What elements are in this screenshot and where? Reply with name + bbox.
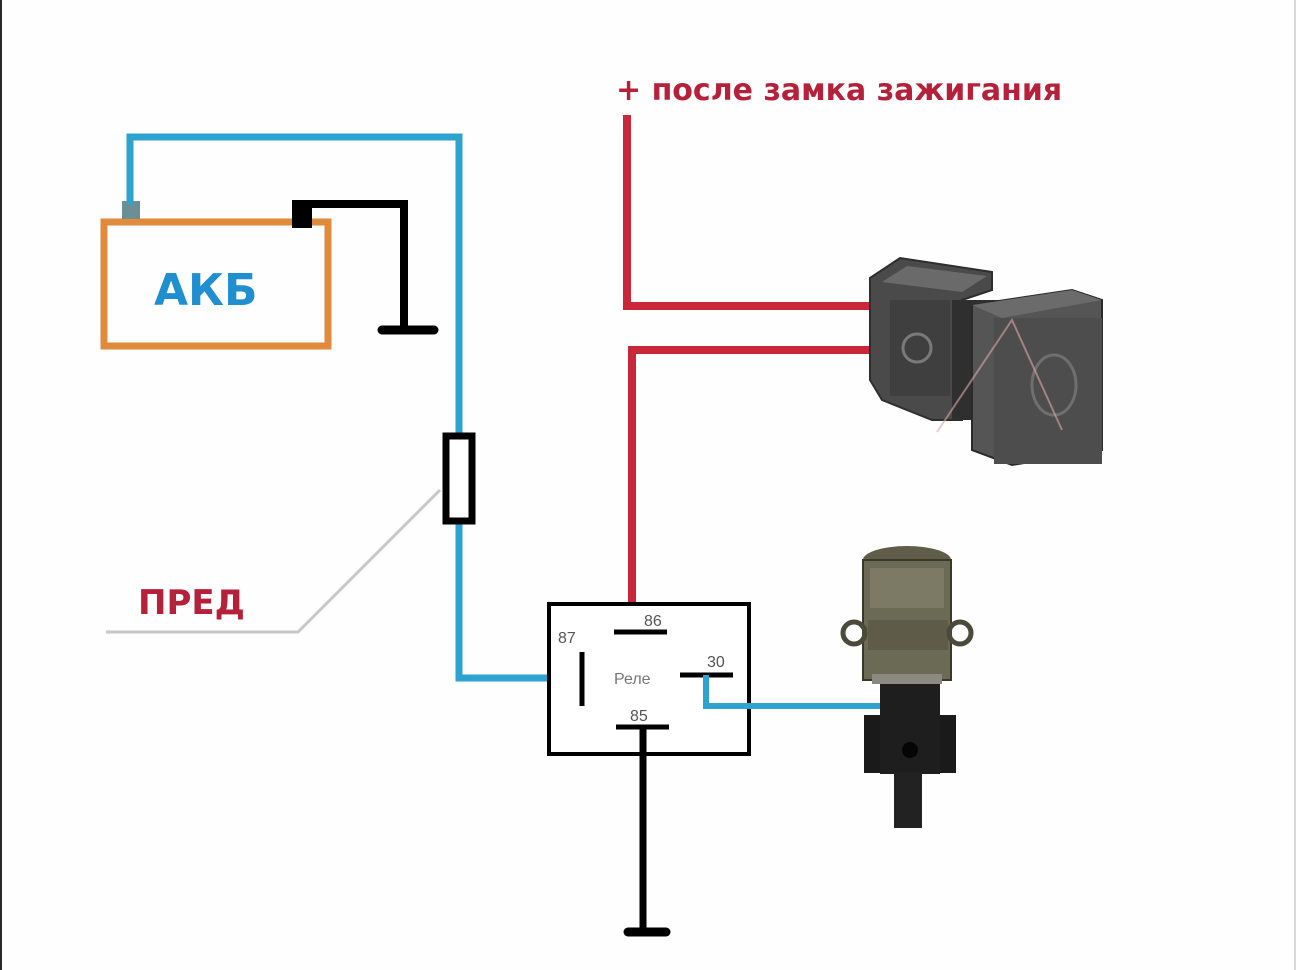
relay: 86 87 30 85 Реле — [547, 602, 751, 756]
power-wire-battery-to-fuse — [126, 133, 463, 436]
power-wire-fuse-to-relay — [455, 522, 582, 682]
fuse — [442, 432, 476, 525]
button-switch — [869, 256, 1103, 467]
relay-to-pump-wire — [703, 675, 884, 709]
relay-pin-87-label: 87 — [558, 630, 576, 647]
ignition-positive-wire — [623, 115, 877, 310]
battery-ground-wire — [302, 200, 408, 330]
relay-pin-85-label: 85 — [630, 708, 648, 725]
relay-pin-86-label: 86 — [644, 613, 662, 630]
fuse-label: ПРЕД — [138, 583, 245, 623]
battery-outline — [100, 218, 332, 350]
relay-pin-30-label: 30 — [707, 654, 725, 671]
switch-to-relay-86-wire — [628, 346, 877, 632]
title-label: + после замка зажигания — [616, 73, 1062, 108]
relay-label: Реле — [614, 671, 651, 688]
battery-label: АКБ — [154, 265, 258, 316]
battery-positive-terminal — [122, 201, 140, 219]
fuse-pointer-line — [106, 488, 442, 634]
washer-pump — [840, 546, 974, 828]
battery: АКБ — [100, 200, 332, 350]
